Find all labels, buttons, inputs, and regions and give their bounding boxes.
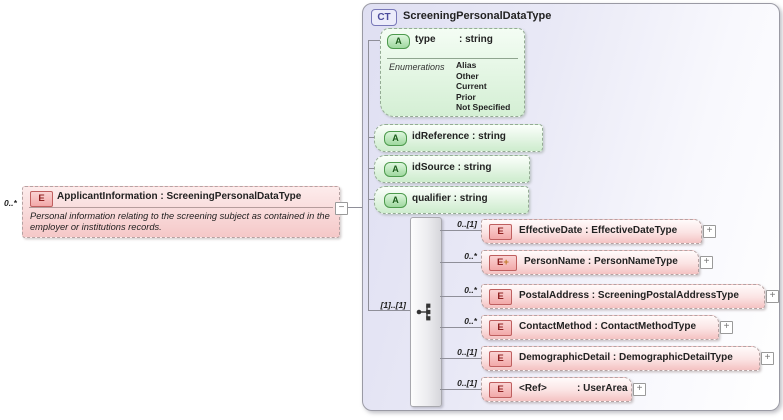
connector-line (440, 262, 481, 263)
attribute-icon: A (384, 131, 407, 146)
element-icon: E (489, 224, 512, 240)
divider (387, 58, 518, 59)
sequence-compositor[interactable] (410, 217, 442, 407)
element-name: <Ref> (519, 383, 547, 394)
attribute-idsource-box[interactable]: A idSource : string (374, 155, 530, 183)
collapse-button[interactable]: − (335, 202, 348, 215)
attribute-icon: A (384, 162, 407, 177)
element-label: <Ref> : UserArea (519, 383, 628, 394)
element-icon: E (489, 382, 512, 398)
connector-line (368, 40, 382, 41)
element-demographicdetail-box[interactable]: E DemographicDetail : DemographicDetailT… (481, 346, 760, 371)
complex-type-title: ScreeningPersonalDataType (403, 10, 552, 22)
element-cardinality: 0..* (464, 285, 477, 295)
connector-line (440, 389, 481, 390)
attribute-qualifier-box[interactable]: A qualifier : string (374, 186, 529, 214)
attribute-icon: A (384, 193, 407, 208)
element-personname-box[interactable]: E+ PersonName : PersonNameType (481, 250, 699, 275)
element-icon-plus: + (503, 257, 509, 268)
enumeration-value: Other (456, 70, 479, 81)
enumerations-label: Enumerations (389, 62, 445, 72)
element-cardinality: 0..* (464, 251, 477, 261)
enumeration-value: Current (456, 81, 487, 92)
element-label: EffectiveDate : EffectiveDateType (519, 225, 678, 236)
connector-line (368, 310, 412, 311)
element-cardinality: 0..* (464, 316, 477, 326)
attribute-icon: A (387, 34, 410, 49)
connector-line (440, 358, 481, 359)
expand-button[interactable]: + (766, 290, 779, 303)
expand-button[interactable]: + (633, 383, 646, 396)
enumeration-value: Not Specified (456, 102, 511, 113)
expand-button[interactable]: + (720, 321, 733, 334)
connector-line (368, 168, 376, 169)
attribute-name: type (415, 34, 436, 45)
sequence-cardinality: [1]..[1] (380, 300, 407, 310)
element-icon: E (489, 320, 512, 336)
connector-line (440, 296, 481, 297)
applicant-title: ApplicantInformation : ScreeningPersonal… (57, 191, 302, 202)
expand-button[interactable]: + (703, 225, 716, 238)
element-icon: E (489, 289, 512, 305)
element-label: PostalAddress : ScreeningPostalAddressTy… (519, 290, 739, 301)
expand-button[interactable]: + (761, 352, 774, 365)
connector-line (340, 207, 368, 208)
applicant-cardinality: 0..* (4, 198, 17, 208)
enumeration-values: Alias Other Current Prior Not Specified (456, 60, 510, 113)
element-label: PersonName : PersonNameType (524, 256, 678, 267)
element-contactmethod-box[interactable]: E ContactMethod : ContactMethodType (481, 315, 719, 340)
element-effectivedate-box[interactable]: E EffectiveDate : EffectiveDateType (481, 219, 702, 244)
enumeration-value: Prior (456, 91, 476, 102)
connector-line (440, 230, 481, 231)
connector-line (368, 137, 376, 138)
attribute-label: idReference : string (412, 131, 506, 142)
applicant-element-box[interactable]: E ApplicantInformation : ScreeningPerson… (22, 186, 340, 238)
element-icon-letter: E (497, 257, 504, 268)
complex-type-icon: CT (371, 9, 397, 26)
element-datatype: : UserArea (577, 383, 628, 394)
element-ref-box[interactable]: E <Ref> : UserArea (481, 377, 632, 402)
sequence-icon (416, 303, 431, 321)
applicant-description: Personal information relating to the scr… (30, 211, 330, 232)
divider (29, 207, 333, 208)
element-postaladdress-box[interactable]: E PostalAddress : ScreeningPostalAddress… (481, 284, 765, 309)
connector-trunk (368, 40, 369, 310)
attribute-type-box[interactable]: A type : string Enumerations Alias Other … (380, 28, 525, 117)
attribute-datatype: : string (459, 34, 493, 45)
element-cardinality: 0..[1] (457, 219, 477, 229)
element-label: DemographicDetail : DemographicDetailTyp… (519, 352, 733, 363)
attribute-label: qualifier : string (412, 193, 488, 204)
attribute-idreference-box[interactable]: A idReference : string (374, 124, 543, 152)
element-cardinality: 0..[1] (457, 378, 477, 388)
expand-button[interactable]: + (700, 256, 713, 269)
connector-line (440, 327, 481, 328)
attribute-type-label: type : string (415, 34, 493, 45)
connector-line (368, 199, 376, 200)
element-with-children-icon: E+ (489, 255, 517, 271)
attribute-label: idSource : string (412, 162, 492, 173)
element-cardinality: 0..[1] (457, 347, 477, 357)
enumeration-value: Alias (456, 60, 477, 70)
element-icon: E (489, 351, 512, 367)
element-label: ContactMethod : ContactMethodType (519, 321, 697, 332)
element-icon: E (30, 191, 53, 207)
